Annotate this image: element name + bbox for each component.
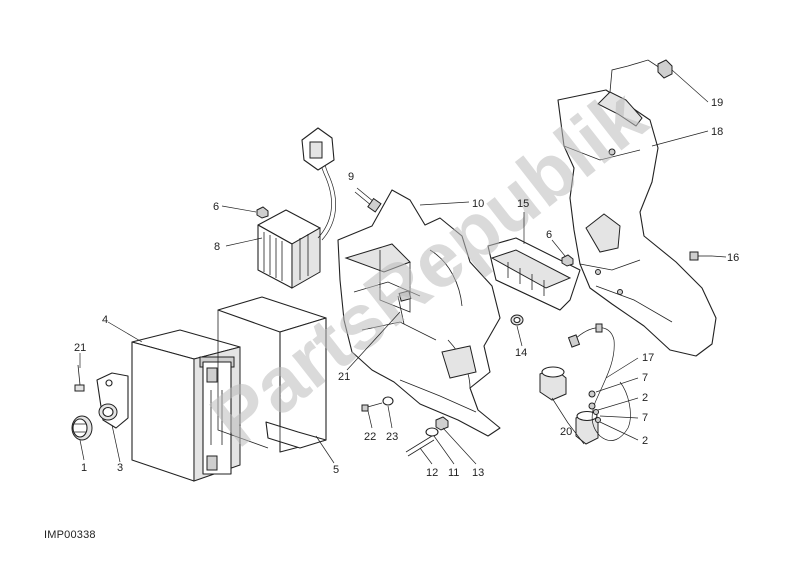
- rear-mudguard: [557, 89, 717, 357]
- callout-21-left: 21: [74, 342, 86, 354]
- battery-box: [217, 296, 327, 453]
- wiring-harness-17: [567, 323, 631, 441]
- battery-side-bracket: [96, 372, 129, 429]
- callout-7-lower: 7: [642, 412, 648, 424]
- callout-11: 11: [448, 467, 459, 479]
- callout-2-lower: 2: [642, 435, 648, 447]
- callout-20: 20: [560, 426, 572, 438]
- fuse-box: [487, 237, 581, 311]
- callout-14: 14: [515, 347, 527, 359]
- bracket-19: [597, 59, 673, 127]
- callout-17: 17: [642, 352, 654, 364]
- callout-1: 1: [81, 462, 87, 474]
- callout-19: 19: [711, 97, 723, 109]
- nut-6-left: [256, 206, 269, 219]
- relay-lower: [575, 410, 599, 445]
- callout-7-upper: 7: [642, 372, 648, 384]
- callout-3: 3: [117, 462, 123, 474]
- screw-21-left: [74, 364, 85, 392]
- bolt-9: [354, 187, 382, 213]
- callout-5: 5: [333, 464, 339, 476]
- callout-10: 10: [472, 198, 484, 210]
- callout-4: 4: [102, 314, 108, 326]
- battery-cap: [71, 415, 93, 441]
- grommet-14: [510, 314, 524, 326]
- callout-22: 22: [364, 431, 376, 443]
- callout-18: 18: [711, 126, 723, 138]
- battery: [131, 329, 241, 482]
- callout-6-left: 6: [213, 201, 219, 213]
- screw-22-washer-23: [361, 396, 394, 412]
- callout-2-upper: 2: [642, 392, 648, 404]
- screw-16: [689, 251, 712, 261]
- callout-23: 23: [386, 431, 398, 443]
- voltage-regulator: [257, 127, 336, 289]
- relay-upper: [539, 366, 567, 401]
- leader-lines: [79, 69, 727, 465]
- callout-9: 9: [348, 171, 354, 183]
- callout-6-right: 6: [546, 229, 552, 241]
- callout-8: 8: [214, 241, 220, 253]
- callout-12: 12: [426, 467, 438, 479]
- bolt-12-washer-11-nut-13: [405, 416, 449, 457]
- callout-labels: 1 3 21 4 5 6 8 9 10 21 22 23 12 11 13 15…: [74, 97, 739, 479]
- screw-21-center: [397, 290, 412, 325]
- nut-6-right: [561, 254, 574, 267]
- drawing-code: IMP00338: [44, 529, 96, 541]
- callout-13: 13: [472, 467, 484, 479]
- callout-15: 15: [517, 198, 529, 210]
- callout-21-center: 21: [338, 371, 350, 383]
- callout-16: 16: [727, 252, 739, 264]
